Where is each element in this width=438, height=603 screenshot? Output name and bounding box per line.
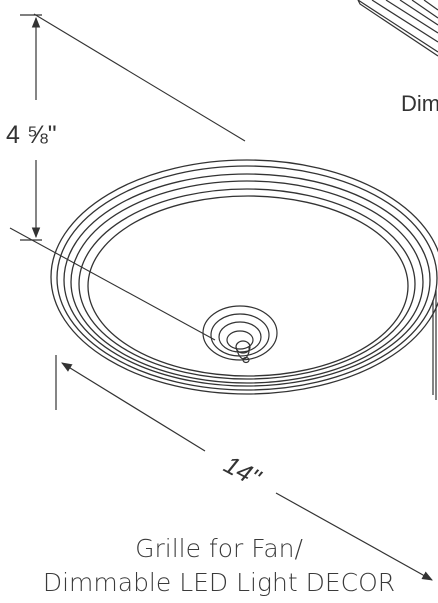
top-leader-line: [33, 13, 246, 142]
product-caption: Grille for Fan/ Dimmable LED Light DECOR: [0, 532, 438, 600]
grille-dome: [50, 159, 438, 395]
extension-leaders: [9, 13, 246, 341]
width-label: 14": [219, 451, 266, 493]
caption-line-1: Grille for Fan/: [135, 534, 303, 563]
bottom-leader-line: [9, 227, 216, 341]
center-finial: [202, 305, 278, 364]
width-arrow-right: [275, 492, 433, 581]
partial-dim-label: Dim: [401, 91, 438, 116]
height-label: 4 ⅝": [6, 121, 57, 149]
width-dimension: [55, 355, 433, 581]
secondary-product-view: [357, 0, 438, 400]
width-arrow-left: [61, 362, 206, 452]
dome-rim-2: [56, 165, 438, 391]
caption-line-2: Dimmable LED Light DECOR: [42, 568, 396, 597]
dome-outer-rim: [50, 159, 438, 395]
height-dimension: [20, 14, 42, 241]
